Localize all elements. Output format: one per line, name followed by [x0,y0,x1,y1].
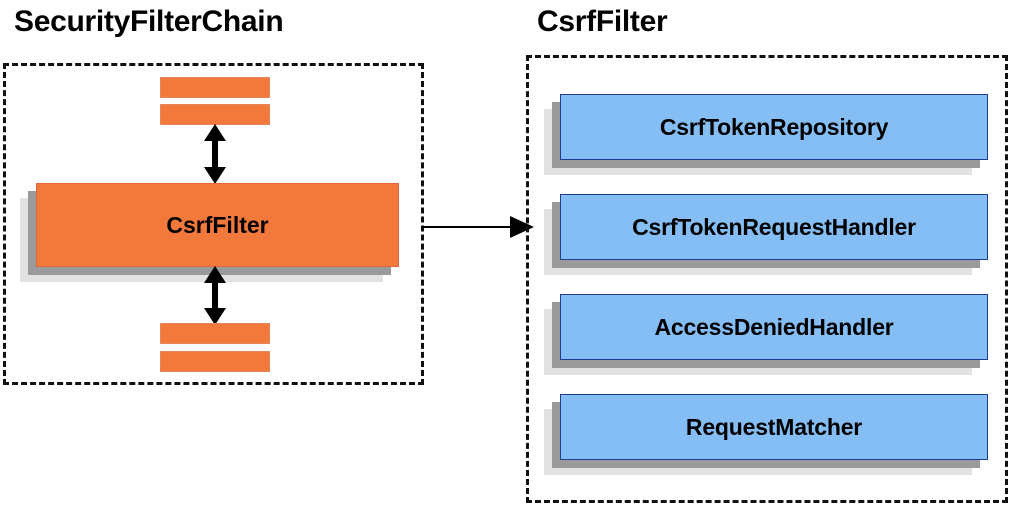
chain-arrow-bottom-icon [204,266,226,325]
collaborator-request-matcher[interactable]: RequestMatcher [544,394,988,475]
csrf-filter-detail-panel [526,55,1008,503]
filter-bar-top-2 [160,104,270,125]
collaborator-label: CsrfTokenRequestHandler [560,194,988,260]
left-panel-title: SecurityFilterChain [14,5,284,38]
right-panel-title: CsrfFilter [537,5,668,38]
collaborator-label: RequestMatcher [560,394,988,460]
filter-bar-bottom-2 [160,351,270,372]
collaborator-access-denied-handler[interactable]: AccessDeniedHandler [544,294,988,375]
collaborator-label: CsrfTokenRepository [560,94,988,160]
filter-bar-top-1 [160,77,270,98]
filter-bar-bottom-1 [160,323,270,344]
expand-arrow-icon [422,216,534,238]
collaborator-label: AccessDeniedHandler [560,294,988,360]
collaborator-csrf-token-repository[interactable]: CsrfTokenRepository [544,94,988,175]
csrf-filter-label: CsrfFilter [36,183,399,267]
collaborator-csrf-token-request-handler[interactable]: CsrfTokenRequestHandler [544,194,988,275]
csrf-filter-block[interactable]: CsrfFilter [20,183,399,282]
chain-arrow-top-icon [204,124,226,184]
security-filter-chain-panel [3,63,424,385]
